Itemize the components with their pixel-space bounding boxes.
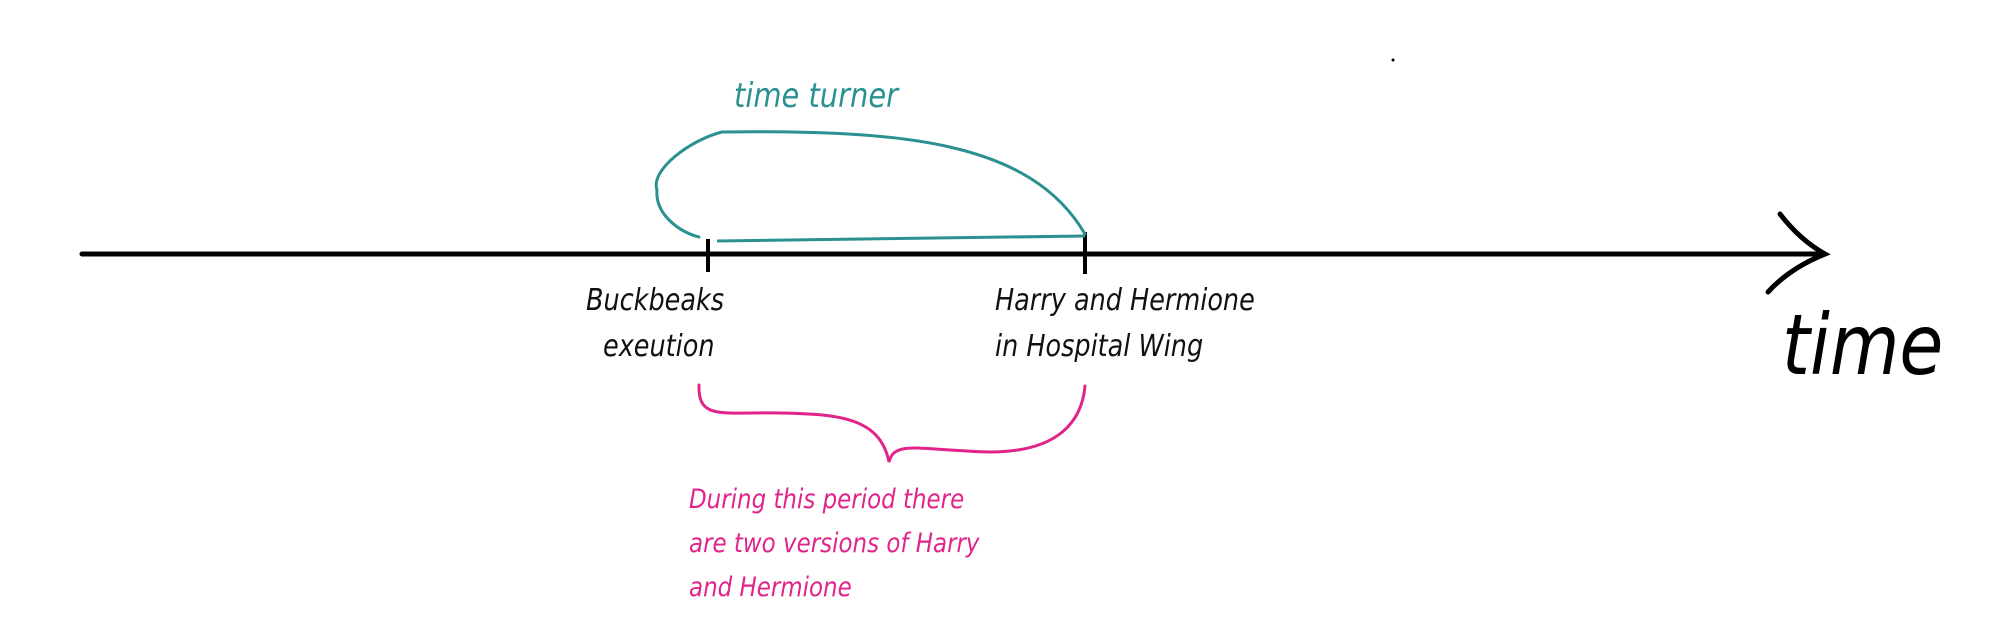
annotation-line: and Hermione <box>689 572 852 603</box>
annotation-text: During this period there are two version… <box>689 478 980 610</box>
event-label-line: Buckbeaks <box>586 283 725 318</box>
event-label-buckbeak: Buckbeaks exeution <box>586 278 724 370</box>
event-label-line: exeution <box>603 329 715 364</box>
annotation-line: are two versions of Harry <box>689 528 980 559</box>
axis-label-time: time <box>1782 296 1944 394</box>
event-label-line: in Hospital Wing <box>995 329 1204 364</box>
event-label-line: Harry and Hermione <box>995 283 1255 318</box>
annotation-line: During this period there <box>689 484 965 515</box>
time-turner-loop <box>654 130 1087 239</box>
stray-dot <box>1391 58 1395 62</box>
time-turner-return-line <box>716 234 1086 243</box>
arrowhead-icon <box>1765 211 1831 295</box>
event-label-hospital-wing: Harry and Hermione in Hospital Wing <box>995 278 1255 370</box>
curly-brace <box>697 383 1087 463</box>
time-turner-label: time turner <box>734 76 898 116</box>
